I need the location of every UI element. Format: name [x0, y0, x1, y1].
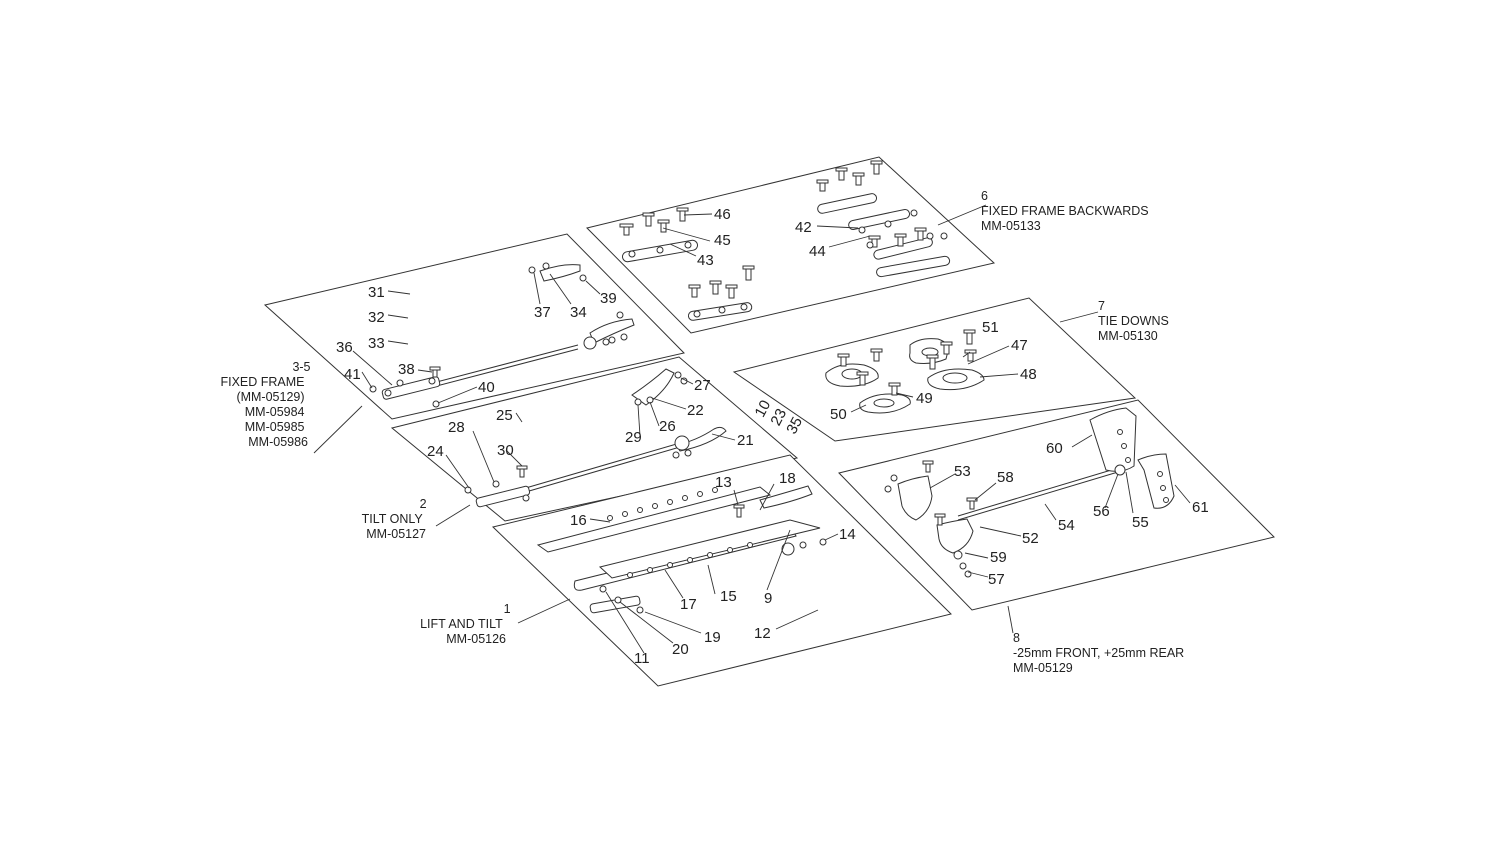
callout-12: 12 [754, 625, 771, 642]
callout-44: 44 [809, 243, 826, 260]
callout-38: 38 [398, 361, 415, 378]
callout-34: 34 [570, 304, 587, 321]
group-label-lift-and-tilt: 1 LIFT AND TILT MM-05126 [420, 602, 514, 646]
callout-31: 31 [368, 284, 385, 301]
callout-49: 49 [916, 390, 933, 407]
panel-lift-and-tilt [491, 454, 952, 687]
callout-13: 13 [715, 474, 732, 491]
callout-57: 57 [988, 571, 1005, 588]
callout-23: 23 [767, 406, 790, 429]
panel-offset [838, 399, 1275, 611]
panel-fixed-frame-backwards [586, 156, 996, 334]
callout-52: 52 [1022, 530, 1039, 547]
callout-37: 37 [534, 304, 551, 321]
callout-51: 51 [982, 319, 999, 336]
callout-29: 29 [625, 429, 642, 446]
callout-40: 40 [478, 379, 495, 396]
callout-42: 42 [795, 219, 812, 236]
callout-47: 47 [1011, 337, 1028, 354]
parts-tilt-only [464, 368, 727, 508]
callout-25: 25 [496, 407, 513, 424]
callout-27: 27 [694, 377, 711, 394]
callout-32: 32 [368, 309, 385, 326]
callout-48: 48 [1020, 366, 1037, 383]
callout-55: 55 [1132, 514, 1149, 531]
callout-39: 39 [600, 290, 617, 307]
callout-54: 54 [1058, 517, 1075, 534]
panel-fixed-frame [263, 233, 685, 420]
callout-35: 35 [783, 414, 806, 437]
callout-21: 21 [737, 432, 754, 449]
callout-59: 59 [990, 549, 1007, 566]
callout-22: 22 [687, 402, 704, 419]
group-label-offset: 8 -25mm FRONT, +25mm REAR MM-05129 [1013, 631, 1188, 675]
group-label-fixed-frame: 3-5 FIXED FRAME (MM-05129) MM-05984 MM-0… [220, 360, 314, 449]
callout-16: 16 [570, 512, 587, 529]
parts-offset [884, 407, 1175, 578]
part-callouts: 46 45 43 42 44 31 32 33 36 41 38 40 37 3… [336, 206, 1209, 667]
callout-9: 9 [764, 590, 772, 607]
callout-17: 17 [680, 596, 697, 613]
parts-lift-and-tilt [536, 485, 827, 614]
callout-56: 56 [1093, 503, 1110, 520]
group-label-tilt-only: 2 TILT ONLY MM-05127 [362, 497, 430, 541]
callout-10: 10 [751, 397, 774, 420]
group-label-tie-downs: 7 TIE DOWNS MM-05130 [1098, 299, 1172, 343]
callout-36: 36 [336, 339, 353, 356]
callout-20: 20 [672, 641, 689, 658]
callout-26: 26 [659, 418, 676, 435]
parts-fixed-frame-backwards [619, 160, 951, 321]
callout-45: 45 [714, 232, 731, 249]
callout-43: 43 [697, 252, 714, 269]
parts-fixed-frame [369, 262, 635, 408]
leader-lines [313, 204, 1191, 654]
callout-24: 24 [427, 443, 444, 460]
callout-11: 11 [634, 650, 650, 667]
callout-58: 58 [997, 469, 1014, 486]
callout-61: 61 [1192, 499, 1209, 516]
callout-60: 60 [1046, 440, 1063, 457]
callout-19: 19 [704, 629, 721, 646]
callout-53: 53 [954, 463, 971, 480]
callout-50: 50 [830, 406, 847, 423]
callout-46: 46 [714, 206, 731, 223]
callout-30: 30 [497, 442, 514, 459]
callout-41: 41 [344, 366, 361, 383]
parts-tie-downs [825, 329, 985, 414]
callout-15: 15 [720, 588, 737, 605]
callout-14: 14 [839, 526, 856, 543]
callout-18: 18 [779, 470, 796, 487]
callout-33: 33 [368, 335, 385, 352]
callout-28: 28 [448, 419, 465, 436]
group-label-fixed-frame-backwards: 6 FIXED FRAME BACKWARDS MM-05133 [981, 189, 1152, 233]
